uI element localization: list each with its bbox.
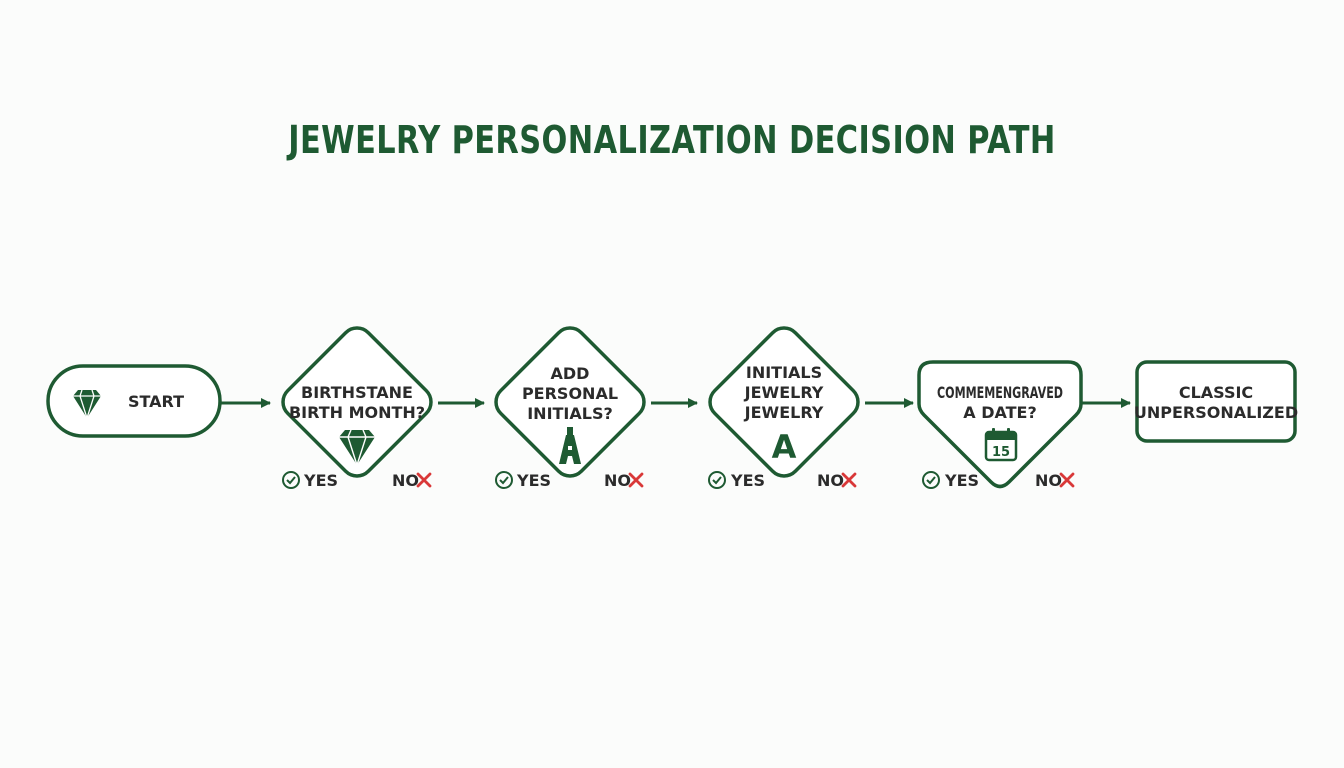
check-circle-icon bbox=[922, 471, 940, 489]
x-mark-icon bbox=[841, 472, 857, 488]
decision3-no: NO bbox=[817, 471, 857, 490]
decision1-yes: YES bbox=[282, 471, 338, 490]
check-circle-icon bbox=[708, 471, 726, 489]
calendar-icon: 15 bbox=[984, 428, 1018, 462]
x-mark-icon bbox=[1059, 472, 1075, 488]
decision4-no-label: NO bbox=[1035, 471, 1062, 490]
decision4-yes-label: YES bbox=[944, 471, 979, 490]
check-mark bbox=[712, 476, 722, 485]
decision1-line2: BIRTH MONTH? bbox=[289, 403, 425, 422]
decision3-line3: JEWELRY bbox=[744, 403, 824, 422]
decision2-yes-label: YES bbox=[516, 471, 551, 490]
start-label: START bbox=[128, 392, 184, 411]
diamond-gem-icon bbox=[339, 429, 375, 466]
decision4-line1: COMMEMENGRAVED bbox=[937, 383, 1063, 402]
end-line1: CLASSIC bbox=[1179, 383, 1253, 402]
end-line2: UNPERSONALIZED bbox=[1134, 403, 1298, 422]
decision-node-date[interactable]: COMMEMENGRAVED A DATE? 15 bbox=[917, 360, 1083, 489]
decision2-no-label: NO bbox=[604, 471, 631, 490]
check-circle-icon bbox=[282, 471, 300, 489]
end-node[interactable]: CLASSIC UNPERSONALIZED bbox=[1134, 360, 1298, 443]
decision2-yes: YES bbox=[495, 471, 551, 490]
decision2-no: NO bbox=[604, 471, 644, 490]
check-mark bbox=[499, 476, 509, 485]
x-mark-icon bbox=[416, 472, 432, 488]
decision1-line1: BIRTHSTANE bbox=[301, 383, 413, 402]
decision2-line3: INITIALS? bbox=[527, 404, 613, 423]
engraving-tool-icon bbox=[559, 427, 581, 464]
decision1-yes-label: YES bbox=[303, 471, 338, 490]
x-mark-icon bbox=[628, 472, 644, 488]
decision3-yes-label: YES bbox=[730, 471, 765, 490]
decision3-no-label: NO bbox=[817, 471, 844, 490]
page-title: JEWELRY PERSONALIZATION DECISION PATH bbox=[288, 118, 1056, 162]
decision4-line2: A DATE? bbox=[963, 403, 1037, 422]
decision3-line1: INITIALS bbox=[746, 363, 822, 382]
decision2-line2: PERSONAL bbox=[522, 384, 618, 403]
calendar-date: 15 bbox=[992, 445, 1010, 460]
decision-node-initials-jewelry[interactable]: INITIALS JEWELRY JEWELRY A bbox=[703, 321, 864, 482]
decision1-no: NO bbox=[392, 471, 432, 490]
branch-labels: YES NO YES NO YES NO YE bbox=[282, 471, 1075, 490]
check-mark bbox=[926, 476, 936, 485]
decision4-yes: YES bbox=[922, 471, 979, 490]
decision3-yes: YES bbox=[708, 471, 765, 490]
decision2-line1: ADD bbox=[551, 364, 590, 383]
letter-a-icon: A bbox=[772, 428, 797, 466]
decision1-no-label: NO bbox=[392, 471, 419, 490]
decision4-no: NO bbox=[1035, 471, 1075, 490]
start-node[interactable]: START bbox=[46, 364, 222, 438]
check-mark bbox=[286, 476, 296, 485]
check-circle-icon bbox=[495, 471, 513, 489]
decision-node-initials[interactable]: ADD PERSONAL INITIALS? bbox=[489, 321, 650, 482]
diamond-gem-icon bbox=[73, 389, 101, 419]
decision-node-birthstone[interactable]: BIRTHSTANE BIRTH MONTH? bbox=[276, 321, 437, 482]
decision3-line2: JEWELRY bbox=[744, 383, 824, 402]
